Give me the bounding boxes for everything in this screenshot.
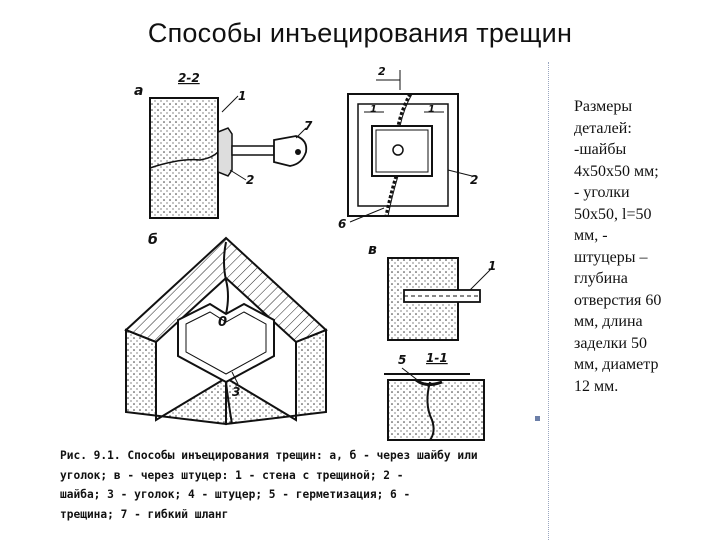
crack-front [384, 93, 412, 217]
label-1-top-right: 1 [428, 104, 435, 115]
wall-face-inner [357, 103, 449, 207]
label-v: в [368, 242, 377, 258]
vertical-divider [548, 62, 549, 540]
crack-a [149, 151, 219, 169]
dimensions-line: отверстия 60 [574, 291, 662, 309]
crack-b [223, 241, 233, 425]
dimensions-line: -шайбы [574, 141, 627, 158]
label-2-top: 2 [378, 65, 386, 78]
detail-b-corner: б 0 3 [124, 232, 328, 426]
angle-piece [177, 302, 275, 384]
wall-face-outer [347, 93, 459, 217]
caption-line: уголок; в - через штуцер: 1 - стена с тр… [60, 468, 404, 482]
dimensions-line: 50х50, l=50 [574, 205, 652, 223]
washer-hole [392, 144, 404, 156]
dimensions-line: заделки 50 [574, 334, 647, 352]
fitting-a [231, 145, 275, 156]
dimensions-line: глубина [574, 270, 628, 287]
dimensions-line: мм, длина [574, 313, 643, 330]
detail-a-front-view: 2 1 1 2 6 [338, 65, 478, 231]
caption-line: Рис. 9.1. Способы инъецирования трещин: … [60, 449, 478, 462]
label-b: б [148, 232, 158, 248]
dimensions-line: мм, диаметр [574, 356, 659, 373]
label-n5: 5 [398, 353, 406, 367]
washer-a [217, 127, 233, 177]
figure-caption: Рис. 9.1. Способы инъецирования трещин: … [60, 446, 560, 524]
label-n2-front: 2 [470, 173, 478, 187]
dimensions-line: мм, - [574, 227, 608, 244]
dimensions-line: 12 мм. [574, 377, 619, 395]
label-n7: 7 [304, 119, 313, 133]
wall-section-1-1 [387, 379, 485, 441]
label-section-2-2: 2-2 [178, 71, 200, 85]
caption-line: шайба; 3 - уголок; 4 - штуцер; 5 - герме… [60, 488, 411, 501]
label-n1-v: 1 [488, 259, 496, 273]
page-title: Способы инъецирования трещин [147, 18, 573, 48]
detail-section-1-1: 5 1-1 [384, 351, 485, 441]
dimensions-text: Размеры деталей: -шайбы 4х50х50 мм; - уг… [574, 96, 684, 397]
label-n6: 6 [338, 217, 346, 231]
detail-v-fitting: в 1 [368, 242, 496, 341]
hose-a [273, 135, 308, 167]
label-n1: 1 [238, 89, 246, 103]
dimensions-line: 4х50х50 мм; [574, 162, 659, 180]
dimensions-line: деталей: [574, 119, 632, 137]
bullet-marker [535, 416, 540, 421]
label-1-top-left: 1 [370, 104, 377, 115]
label-a: а [134, 83, 143, 99]
label-n0: 0 [218, 315, 227, 330]
dimensions-line: - уголки [574, 184, 630, 201]
label-n2: 2 [246, 173, 254, 187]
dimensions-line: штуцеры – [574, 248, 648, 266]
label-n3: 3 [232, 385, 240, 399]
dimensions-line: Размеры [574, 98, 633, 115]
sealing-5 [415, 378, 443, 387]
crack-1-1 [426, 381, 435, 441]
detail-a-section: а 2-2 1 7 2 [134, 71, 313, 219]
caption-line: трещина; 7 - гибкий шланг [60, 507, 229, 521]
label-section-1-1: 1-1 [426, 351, 448, 365]
